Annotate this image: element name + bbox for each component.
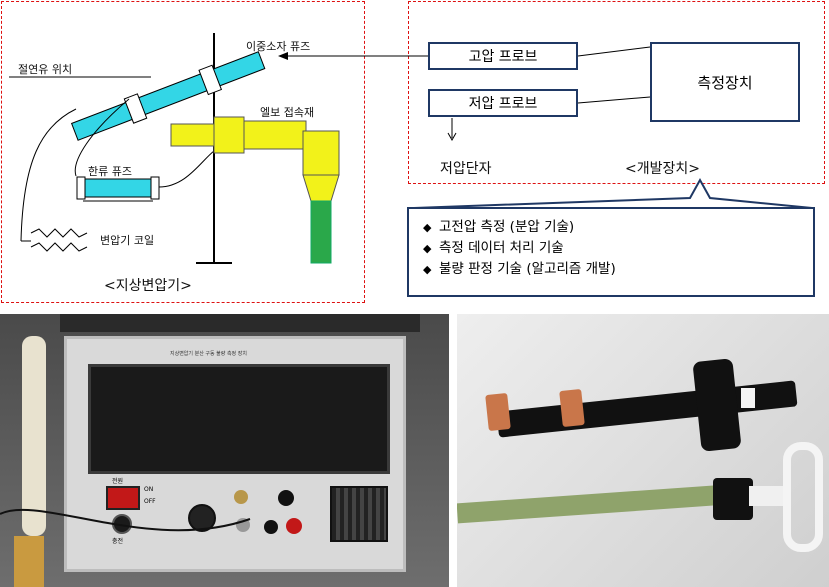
t-handle — [783, 442, 823, 552]
diamond-bullet-icon: ◆ — [423, 221, 432, 234]
connector — [234, 490, 248, 504]
elbow-connector — [170, 116, 340, 264]
technology-item: ◆측정 데이터 처리 기술 — [423, 238, 813, 259]
elbow-label: 엘보 접속재 — [260, 106, 315, 119]
device-screen — [88, 364, 390, 474]
fan-grille — [330, 486, 388, 542]
off-label: OFF — [144, 498, 156, 505]
transformer-panel — [1, 1, 365, 303]
on-label: ON — [144, 486, 154, 493]
technology-list: ◆고전압 측정 (분압 기술) ◆측정 데이터 처리 기술 ◆불량 판정 기술 … — [407, 207, 815, 297]
oil-level-label: 절연유 위치 — [18, 63, 73, 76]
low-probe-box: 저압 프로브 — [428, 89, 578, 117]
connector — [278, 490, 294, 506]
technology-item: ◆고전압 측정 (분압 기술) — [423, 217, 813, 238]
transformer-coil — [30, 228, 88, 238]
low-terminal-label: 저압단자 — [440, 161, 492, 177]
current-limit-fuse-label: 한류 퓨즈 — [88, 165, 132, 178]
power-switch — [106, 486, 140, 510]
probe-cylinder — [22, 336, 46, 536]
device-panel — [408, 1, 825, 184]
bushing-fuse-assembly — [70, 51, 266, 141]
probe-photo — [457, 314, 829, 587]
connector — [286, 518, 302, 534]
mode-knob — [188, 504, 216, 532]
meter-box: 측정장치 — [650, 42, 800, 122]
technology-item: ◆불량 판정 기술 (알고리즘 개발) — [423, 259, 813, 280]
device-photo: 지상변압기 분산 구동 불량 측정 장치 전원 ON OFF 충전 — [0, 314, 449, 587]
device-caption: <개발장치> — [625, 161, 700, 177]
screen-header: 지상변압기 분산 구동 불량 측정 장치 — [170, 351, 247, 357]
power-label: 전원 — [112, 478, 124, 485]
connector — [264, 520, 278, 534]
lead-wire-1 — [20, 108, 77, 242]
diamond-bullet-icon: ◆ — [423, 242, 432, 255]
charge-label: 충전 — [112, 538, 124, 545]
coil-label: 변압기 코일 — [100, 234, 155, 247]
high-probe-box: 고압 프로브 — [428, 42, 578, 70]
transformer-caption: <지상변압기> — [104, 278, 192, 294]
bushing-fuse-label: 이중소자 퓨즈 — [246, 40, 311, 53]
lead-wire-2 — [74, 98, 130, 177]
diamond-bullet-icon: ◆ — [423, 263, 432, 276]
transformer-schematic — [9, 33, 340, 264]
